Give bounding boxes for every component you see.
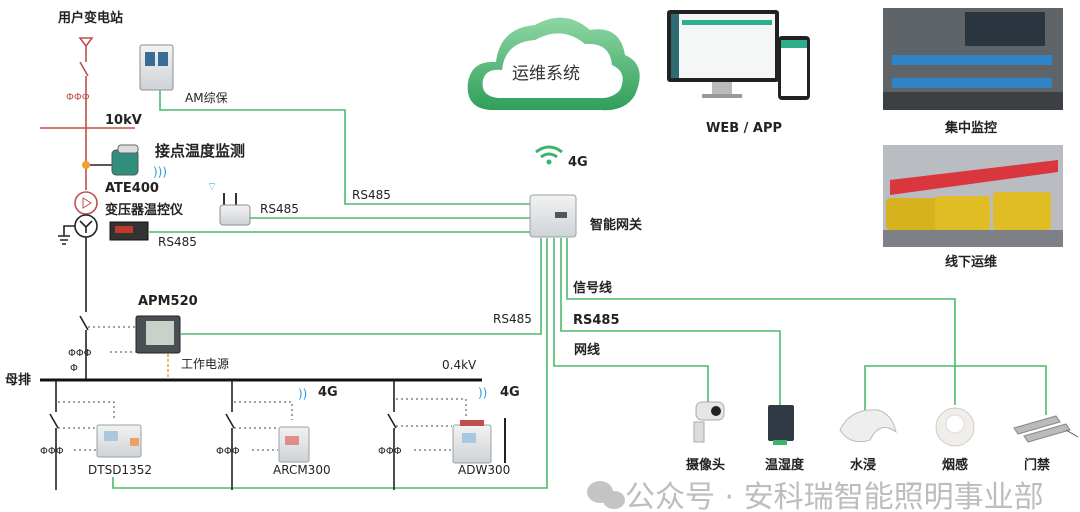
- transformer-temp-controller: [109, 221, 149, 241]
- link-am-rs485: [159, 90, 530, 205]
- apm520-label: APM520: [138, 294, 198, 309]
- offline-ops-label: 线下运维: [945, 254, 997, 270]
- camera-icon: [693, 401, 725, 443]
- smart-gateway: [529, 194, 577, 238]
- sensor-door-label: 门禁: [1024, 457, 1050, 473]
- link-dtsd: [112, 238, 548, 489]
- link-apm-label: RS485: [493, 312, 532, 326]
- wifi-icon: ))): [153, 165, 167, 179]
- wifi-icon: )): [298, 387, 307, 401]
- svg-text:ΦΦΦ: ΦΦΦ: [378, 446, 402, 457]
- link-ctrl-label: RS485: [158, 235, 197, 249]
- link-network: [553, 238, 709, 402]
- gateway-label: 智能网关: [590, 217, 642, 233]
- door-sensor-icon: [1013, 415, 1079, 443]
- adw300-meter: [452, 424, 492, 464]
- dtsd1352-label: DTSD1352: [88, 463, 152, 477]
- svg-text:ΦΦΦ: ΦΦΦ: [40, 446, 64, 457]
- link-network-label: 网线: [574, 342, 600, 358]
- contact-temp-label: 接点温度监测: [155, 142, 245, 160]
- gateway-4g-label: 4G: [568, 155, 588, 170]
- central-monitor-photo: [883, 8, 1063, 110]
- sensor-water-label: 水浸: [850, 457, 876, 473]
- apm520-meter: [135, 315, 181, 354]
- wifi-icon: ⌔: [207, 180, 217, 193]
- wechat-icon: [587, 481, 625, 509]
- svg-text:ΦΦΦ: ΦΦΦ: [68, 348, 92, 359]
- sensor-camera-label: 摄像头: [686, 457, 725, 473]
- hv-bus-label: 10kV: [105, 113, 142, 128]
- am-label: AM综保: [185, 91, 228, 105]
- wifi-icon: )): [478, 386, 487, 400]
- transformer-primary: [74, 191, 98, 215]
- web-app-label: WEB / APP: [706, 121, 782, 136]
- svg-text:ΦΦΦ: ΦΦΦ: [216, 446, 240, 457]
- link-apm-rs485: [180, 238, 542, 335]
- hv-feeder: ΦΦΦ: [40, 37, 135, 380]
- offline-ops-photo: [883, 145, 1063, 247]
- ate400-label: ATE400: [105, 181, 159, 196]
- adw-4g-label: 4G: [500, 385, 520, 400]
- lv-bus-label: 0.4kV: [442, 358, 477, 372]
- work-power-label: 工作电源: [181, 357, 229, 371]
- link-signal-label: 信号线: [573, 280, 612, 296]
- cloud-icon: [467, 17, 640, 111]
- watermark: 公众号 · 安科瑞智能照明事业部: [625, 480, 1044, 512]
- central-monitor-label: 集中监控: [944, 120, 997, 136]
- water-leak-sensor-icon: [839, 409, 897, 443]
- busbar-label: 母排: [5, 372, 31, 388]
- link-am-label: RS485: [352, 188, 391, 202]
- sensor-temp-humidity-label: 温湿度: [765, 457, 805, 473]
- adw300-label: ADW300: [458, 463, 510, 477]
- substation-title: 用户变电站: [57, 10, 123, 26]
- link-signal: [566, 238, 956, 405]
- contact-temp-sensor: [111, 144, 139, 176]
- temp-humidity-sensor-icon: [768, 405, 794, 445]
- wifi-icon: [535, 145, 563, 165]
- link-sensor-rs485-label: RS485: [573, 313, 620, 328]
- branch-dtsd: ΦΦΦ: [40, 380, 142, 490]
- ground-symbol: [58, 225, 75, 245]
- am-protection-device: [139, 44, 174, 91]
- cloud-label: 运维系统: [512, 64, 580, 84]
- sensor-smoke-label: 烟感: [942, 457, 968, 473]
- branch-adw: ΦΦΦ )): [378, 380, 506, 490]
- link-water-door: [864, 365, 1047, 415]
- web-app-screens: [667, 10, 810, 100]
- arcm-4g-label: 4G: [318, 385, 338, 400]
- smoke-detector-icon: [935, 407, 975, 447]
- branch-arcm: ΦΦΦ )): [216, 380, 310, 490]
- svg-text:ΦΦΦ: ΦΦΦ: [66, 92, 90, 103]
- svg-text:Φ: Φ: [70, 363, 78, 374]
- arcm300-label: ARCM300: [273, 463, 331, 477]
- wireless-transceiver: ⌔: [207, 180, 251, 226]
- link-sensor-rs485: [560, 238, 781, 405]
- link-wireless-label: RS485: [260, 202, 299, 216]
- transformer-ctrl-label: 变压器温控仪: [105, 202, 184, 218]
- contact-point: [82, 161, 90, 169]
